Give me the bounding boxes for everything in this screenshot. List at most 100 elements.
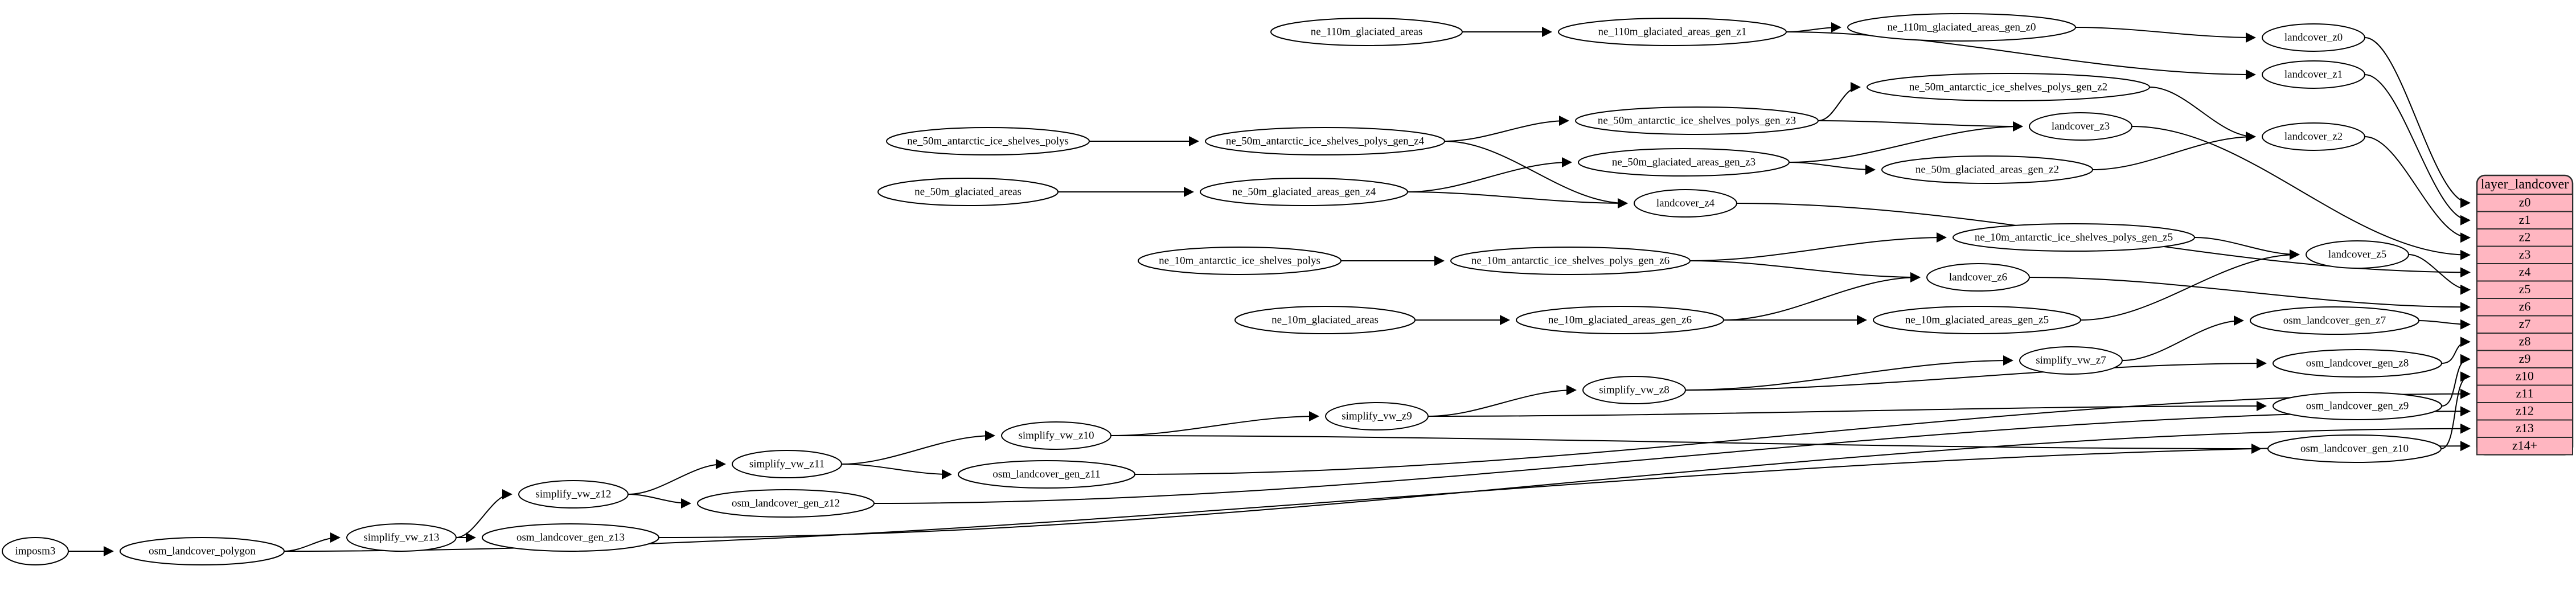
node-simplify_vw_z9[interactable]: simplify_vw_z9 — [1325, 402, 1429, 430]
node-ne_10m_glaciated_areas_gen_z6[interactable]: ne_10m_glaciated_areas_gen_z6 — [1516, 306, 1724, 334]
edge-layer — [68, 22, 2471, 556]
edge-osm_landcover_gen_z9--to--layer_landcover.z9 — [2441, 354, 2471, 407]
node-ne_110m_glaciated_areas[interactable]: ne_110m_glaciated_areas — [1270, 18, 1463, 46]
node-osm_landcover_gen_z13[interactable]: osm_landcover_gen_z13 — [482, 523, 659, 552]
node-label-simplify_vw_z8: simplify_vw_z8 — [1599, 384, 1670, 396]
edge-simplify_vw_z11--to--simplify_vw_z10 — [841, 430, 995, 465]
edge-simplify_vw_z9--to--osm_landcover_gen_z9 — [1428, 401, 2267, 417]
table-row-z2[interactable]: z2 — [2519, 229, 2531, 244]
node-label-osm_landcover_gen_z7: osm_landcover_gen_z7 — [2283, 314, 2386, 326]
edge-ne_10m_antarctic_ice_shelves_polys_gen_z6--to--ne_10m_antarctic_ice_shelves_polys_gen_z5 — [1689, 232, 1947, 261]
node-landcover_z5[interactable]: landcover_z5 — [2306, 240, 2409, 269]
table-row-z5[interactable]: z5 — [2519, 282, 2531, 296]
table-row-z12[interactable]: z12 — [2516, 403, 2534, 417]
table-row-z1[interactable]: z1 — [2519, 212, 2531, 227]
node-label-ne_50m_glaciated_areas_gen_z2: ne_50m_glaciated_areas_gen_z2 — [1915, 163, 2059, 175]
node-ne_50m_glaciated_areas_gen_z3[interactable]: ne_50m_glaciated_areas_gen_z3 — [1578, 148, 1790, 177]
edge-ne_50m_glaciated_areas_gen_z4--to--ne_50m_glaciated_areas_gen_z3 — [1407, 157, 1572, 192]
node-osm_landcover_gen_z9[interactable]: osm_landcover_gen_z9 — [2273, 392, 2442, 420]
table-row-z0[interactable]: z0 — [2519, 195, 2531, 209]
edge-osm_landcover_gen_z12--to--layer_landcover.z12 — [873, 406, 2471, 504]
node-osm_landcover_gen_z7[interactable]: osm_landcover_gen_z7 — [2250, 306, 2419, 335]
edge-landcover_z6--to--layer_landcover.z6 — [2029, 277, 2471, 313]
edge-landcover_z5--to--layer_landcover.z5 — [2408, 254, 2471, 295]
node-ne_50m_antarctic_ice_shelves_polys[interactable]: ne_50m_antarctic_ice_shelves_polys — [886, 127, 1090, 155]
table-row-z13[interactable]: z13 — [2516, 421, 2534, 435]
table-row-z6[interactable]: z6 — [2519, 299, 2531, 313]
node-ne_110m_glaciated_areas_gen_z1[interactable]: ne_110m_glaciated_areas_gen_z1 — [1558, 18, 1787, 46]
node-ne_10m_glaciated_areas_gen_z5[interactable]: ne_10m_glaciated_areas_gen_z5 — [1873, 306, 2081, 334]
node-label-simplify_vw_z9: simplify_vw_z9 — [1342, 410, 1412, 422]
node-ne_50m_antarctic_ice_shelves_polys_gen_z4[interactable]: ne_50m_antarctic_ice_shelves_polys_gen_z… — [1205, 127, 1445, 155]
table-header: layer_landcover — [2481, 177, 2569, 192]
node-osm_landcover_gen_z10[interactable]: osm_landcover_gen_z10 — [2267, 434, 2442, 463]
table-row-z3[interactable]: z3 — [2519, 247, 2531, 261]
node-label-landcover_z5: landcover_z5 — [2328, 248, 2386, 260]
node-osm_landcover_gen_z11[interactable]: osm_landcover_gen_z11 — [958, 460, 1135, 489]
node-simplify_vw_z8[interactable]: simplify_vw_z8 — [1582, 376, 1686, 404]
node-label-ne_110m_glaciated_areas: ne_110m_glaciated_areas — [1311, 26, 1423, 38]
edge-ne_50m_antarctic_ice_shelves_polys_gen_z3--to--ne_50m_antarctic_ice_shelves_polys_gen_z2 — [1818, 82, 1861, 121]
node-landcover_z2[interactable]: landcover_z2 — [2262, 122, 2365, 151]
node-ne_50m_antarctic_ice_shelves_polys_gen_z3[interactable]: ne_50m_antarctic_ice_shelves_polys_gen_z… — [1575, 106, 1819, 135]
edge-landcover_z0--to--layer_landcover.z0 — [2364, 37, 2471, 208]
table-row-z9[interactable]: z9 — [2519, 351, 2531, 366]
table-row-z10[interactable]: z10 — [2516, 368, 2534, 383]
table-row-z8[interactable]: z8 — [2519, 334, 2531, 348]
node-simplify_vw_z7[interactable]: simplify_vw_z7 — [2019, 346, 2123, 375]
node-label-ne_110m_glaciated_areas_gen_z0: ne_110m_glaciated_areas_gen_z0 — [1888, 21, 2036, 33]
node-label-ne_10m_antarctic_ice_shelves_polys_gen_z5: ne_10m_antarctic_ice_shelves_polys_gen_z… — [1975, 231, 2173, 243]
node-label-osm_landcover_gen_z10: osm_landcover_gen_z10 — [2300, 442, 2409, 454]
node-landcover_z1[interactable]: landcover_z1 — [2262, 60, 2365, 89]
node-ne_10m_antarctic_ice_shelves_polys_gen_z5[interactable]: ne_10m_antarctic_ice_shelves_polys_gen_z… — [1952, 223, 2195, 252]
node-osm_landcover_gen_z8[interactable]: osm_landcover_gen_z8 — [2273, 349, 2442, 378]
edge-osm_landcover_gen_z7--to--layer_landcover.z7 — [2418, 319, 2471, 330]
node-ne_50m_glaciated_areas_gen_z4[interactable]: ne_50m_glaciated_areas_gen_z4 — [1200, 178, 1408, 206]
table-row-z4[interactable]: z4 — [2519, 264, 2531, 278]
edge-osm_landcover_gen_z10--to--layer_landcover.z10 — [2440, 371, 2471, 449]
node-landcover_z0[interactable]: landcover_z0 — [2262, 23, 2365, 52]
node-label-ne_50m_antarctic_ice_shelves_polys_gen_z4: ne_50m_antarctic_ice_shelves_polys_gen_z… — [1226, 135, 1425, 147]
node-label-ne_50m_antarctic_ice_shelves_polys: ne_50m_antarctic_ice_shelves_polys — [907, 135, 1069, 147]
node-label-ne_10m_antarctic_ice_shelves_polys: ne_10m_antarctic_ice_shelves_polys — [1159, 255, 1320, 266]
edge-osm_landcover_gen_z11--to--layer_landcover.z11 — [1134, 388, 2471, 475]
node-landcover_z3[interactable]: landcover_z3 — [2029, 112, 2132, 141]
node-osm_landcover_polygon[interactable]: osm_landcover_polygon — [120, 537, 285, 565]
node-label-ne_10m_glaciated_areas_gen_z5: ne_10m_glaciated_areas_gen_z5 — [1905, 314, 2049, 326]
node-label-osm_landcover_polygon: osm_landcover_polygon — [149, 545, 256, 557]
node-label-ne_50m_glaciated_areas_gen_z4: ne_50m_glaciated_areas_gen_z4 — [1232, 186, 1376, 198]
node-ne_10m_antarctic_ice_shelves_polys[interactable]: ne_10m_antarctic_ice_shelves_polys — [1138, 247, 1342, 275]
edge-ne_50m_antarctic_ice_shelves_polys_gen_z4--to--landcover_z4 — [1444, 141, 1628, 208]
node-ne_10m_glaciated_areas[interactable]: ne_10m_glaciated_areas — [1234, 306, 1416, 334]
edge-simplify_vw_z12--to--osm_landcover_gen_z12 — [627, 494, 691, 509]
node-osm_landcover_gen_z12[interactable]: osm_landcover_gen_z12 — [697, 489, 875, 518]
node-simplify_vw_z11[interactable]: simplify_vw_z11 — [732, 450, 842, 478]
node-label-ne_10m_glaciated_areas: ne_10m_glaciated_areas — [1271, 314, 1379, 326]
node-landcover_z4[interactable]: landcover_z4 — [1634, 189, 1737, 218]
node-label-osm_landcover_gen_z8: osm_landcover_gen_z8 — [2306, 357, 2409, 369]
node-ne_50m_glaciated_areas[interactable]: ne_50m_glaciated_areas — [877, 178, 1059, 206]
node-ne_50m_antarctic_ice_shelves_polys_gen_z2[interactable]: ne_50m_antarctic_ice_shelves_polys_gen_z… — [1867, 73, 2150, 101]
node-simplify_vw_z10[interactable]: simplify_vw_z10 — [1001, 421, 1111, 450]
node-simplify_vw_z13[interactable]: simplify_vw_z13 — [346, 523, 457, 552]
edge-landcover_z1--to--layer_landcover.z1 — [2364, 74, 2471, 225]
node-label-ne_110m_glaciated_areas_gen_z1: ne_110m_glaciated_areas_gen_z1 — [1598, 26, 1747, 38]
table-row-z14plus[interactable]: z14+ — [2512, 438, 2537, 452]
node-ne_50m_glaciated_areas_gen_z2[interactable]: ne_50m_glaciated_areas_gen_z2 — [1881, 155, 2093, 184]
edge-ne_50m_glaciated_areas_gen_z2--to--landcover_z2 — [2092, 132, 2256, 170]
node-label-landcover_z6: landcover_z6 — [1949, 271, 2007, 283]
node-label-ne_10m_glaciated_areas_gen_z6: ne_10m_glaciated_areas_gen_z6 — [1548, 314, 1692, 326]
node-landcover_z6[interactable]: landcover_z6 — [1926, 263, 2030, 292]
table-row-z11[interactable]: z11 — [2516, 386, 2534, 400]
node-label-simplify_vw_z7: simplify_vw_z7 — [2036, 354, 2106, 366]
edge-simplify_vw_z8--to--osm_landcover_gen_z8 — [1685, 358, 2267, 391]
node-ne_10m_antarctic_ice_shelves_polys_gen_z6[interactable]: ne_10m_antarctic_ice_shelves_polys_gen_z… — [1450, 247, 1691, 275]
node-label-simplify_vw_z13: simplify_vw_z13 — [364, 531, 440, 543]
node-simplify_vw_z12[interactable]: simplify_vw_z12 — [518, 480, 629, 509]
node-label-landcover_z1: landcover_z1 — [2284, 68, 2343, 80]
node-imposm3[interactable]: imposm3 — [2, 537, 69, 565]
table-row-z7[interactable]: z7 — [2519, 317, 2531, 331]
node-ne_110m_glaciated_areas_gen_z0[interactable]: ne_110m_glaciated_areas_gen_z0 — [1847, 13, 2076, 42]
